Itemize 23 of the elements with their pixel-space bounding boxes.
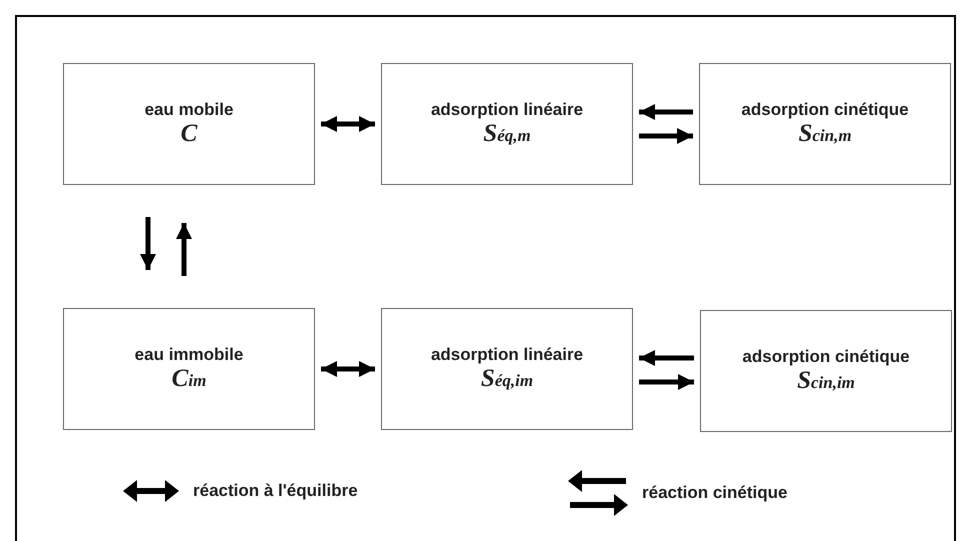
process-box [63,63,315,185]
process-box [700,310,952,432]
process-box [381,308,633,430]
box-title: eau immobile [134,345,244,365]
arrow [639,350,694,366]
arrow [176,223,192,276]
process-box [699,63,951,185]
box-title: adsorption linéaire [430,345,584,365]
box-title: adsorption cinétique [742,347,910,367]
variable-symbol: C [180,120,198,148]
legend-text: réaction à l'équilibre [193,481,358,501]
legend-text: réaction cinétique [642,483,788,503]
box-title: adsorption cinétique [741,100,909,120]
arrow [321,116,375,132]
process-box [63,308,315,430]
arrow [639,374,694,390]
box-title: adsorption linéaire [430,100,584,120]
arrow [140,217,156,270]
box-title: eau mobile [144,100,234,120]
arrow [639,128,693,144]
arrow [321,361,375,377]
arrow [639,104,693,120]
process-box [381,63,633,185]
